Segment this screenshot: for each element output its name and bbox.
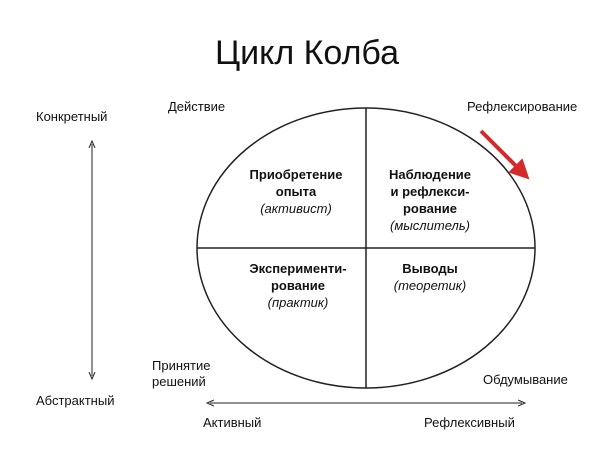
label-concrete: Конкретный [36,109,108,124]
label-active: Активный [203,415,262,430]
label-pondering: Обдумывание [483,372,568,387]
quadrant-observation: Наблюдение и рефлекси- рование (мыслител… [355,166,505,234]
quadrant-title-line: опыта [275,184,317,199]
quadrant-title-line: Эксперименти- [249,261,347,276]
quadrant-role: (мыслитель) [390,218,470,233]
quadrant-conclusions: Выводы (теоретик) [355,260,505,294]
label-action: Действие [168,99,226,114]
red-direction-arrow [479,129,530,180]
label-abstract: Абстрактный [36,393,115,408]
quadrant-experience: Приобретение опыта (активист) [221,166,371,217]
label-reflection: Рефлексирование [467,99,578,114]
quadrant-role: (теоретик) [393,278,467,293]
quadrant-title-line: рование [402,201,457,216]
quadrant-title-line: Приобретение [249,167,343,182]
quadrant-title-line: Наблюдение [388,167,472,182]
label-decision-2: решений [152,374,206,389]
label-reflective: Рефлексивный [424,415,515,430]
quadrant-title-line: и рефлекси- [390,184,470,199]
slide-title: Цикл Колба [214,34,400,72]
quadrant-role: (активист) [260,201,332,216]
label-decision-1: Принятие [152,358,211,373]
quadrant-role: (практик) [267,295,329,310]
quadrant-title-line: Выводы [402,261,458,276]
quadrant-experimentation: Эксперименти- рование (практик) [223,260,373,311]
quadrant-title-line: рование [270,278,325,293]
